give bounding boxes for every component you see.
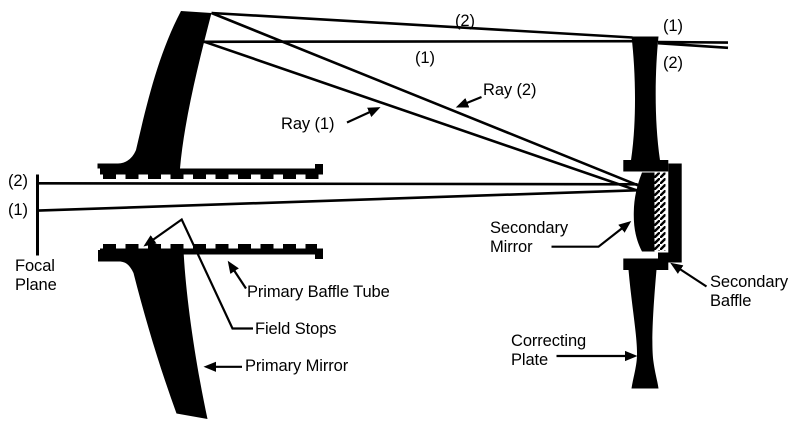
field-stops-arrow [143, 217, 253, 330]
ray1-return-line [37, 188, 640, 212]
ray2-return-line [37, 182, 638, 186]
primary-baffle-tube-arrow [227, 260, 247, 290]
correcting-plate-label: Correcting Plate [511, 332, 587, 369]
focal-plane-line [36, 174, 39, 256]
ray1-reflected-line [204, 40, 641, 193]
correcting-plate-upper [631, 36, 660, 161]
baffle-tube-lower-wall [100, 248, 323, 255]
focal-ray2-label: (2) [8, 172, 28, 190]
secondary-mirror-label: Secondary Mirror [490, 219, 568, 256]
correcting-plate-lower [628, 269, 659, 389]
incoming-right-ray1-label: (1) [663, 17, 683, 35]
incoming-right-ray2-label: (2) [663, 54, 683, 72]
secondary-baffle-arrow [670, 262, 708, 288]
callout-arrows [143, 95, 708, 372]
secondary-baffle-step [658, 252, 675, 263]
ray1-incoming-line [202, 39, 634, 44]
incoming-ray1-label: (1) [415, 49, 435, 67]
baffle-tube-upper-end-tab [315, 164, 323, 169]
secondary-mirror-arrow [551, 221, 632, 248]
plate-flange-bottom [623, 258, 669, 270]
primary-baffle-tube-label: Primary Baffle Tube [247, 283, 390, 301]
ray1-arrow [346, 107, 381, 124]
ray2-arrow [455, 95, 482, 108]
field-stops-upper-teeth [103, 174, 320, 179]
focal-plane-label: Focal Plane [15, 257, 57, 294]
focal-ray1-label: (1) [8, 201, 28, 219]
incoming-ray2-label: (2) [455, 12, 475, 30]
field-stops-lower-teeth [100, 244, 317, 249]
ray2-reflected-line [211, 11, 639, 187]
secondary-mirror-body [633, 172, 655, 252]
baffle-tube-lower-end-tab [315, 254, 323, 259]
baffle-tube-upper-wall [100, 168, 323, 175]
ray1-label: Ray (1) [281, 115, 335, 133]
ray1-incoming-right-line [657, 40, 729, 44]
primary-mirror-upper-half [97, 11, 212, 169]
ray2-label: Ray (2) [483, 81, 537, 99]
secondary-mirror-hatch [654, 172, 666, 251]
plate-flange-top [623, 160, 669, 172]
ray2-incoming-line [211, 11, 633, 39]
primary-mirror-lower-half [98, 250, 208, 419]
light-rays [37, 11, 729, 212]
field-stops-label: Field Stops [255, 320, 337, 338]
primary-mirror-label: Primary Mirror [245, 357, 349, 375]
secondary-baffle-wall [668, 163, 682, 263]
secondary-baffle-label: Secondary Baffle [710, 273, 788, 310]
ray2-incoming-right-line [657, 41, 729, 50]
